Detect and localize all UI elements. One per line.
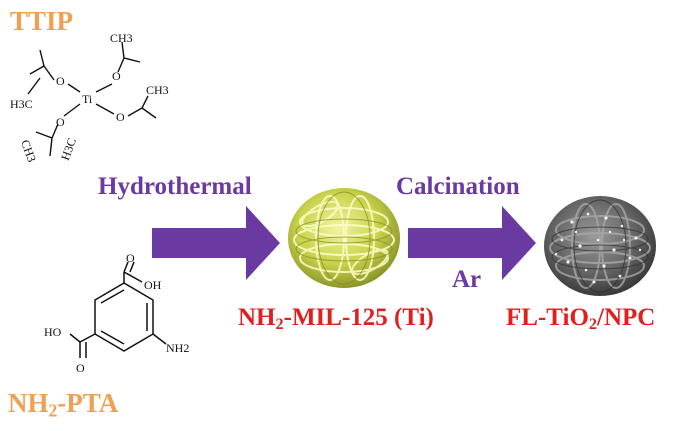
ttip-methyl-3: CH3: [18, 138, 39, 164]
pta-amine: NH2: [166, 341, 189, 355]
ttip-o-atom-2: O: [112, 69, 121, 83]
pta-o-top: O: [126, 251, 135, 265]
label-calcination: Calcination: [396, 173, 520, 200]
pta-o-bottom: O: [76, 361, 85, 375]
ttip-methyl-2: CH3: [110, 31, 133, 45]
label-hydrothermal: Hydrothermal: [98, 173, 252, 200]
nanoparticle-dots: [554, 212, 642, 284]
nh2-pta-rest: -PTA: [57, 388, 119, 418]
pta-oh-right: OH: [144, 278, 162, 292]
final-a: FL-TiO: [506, 304, 589, 331]
label-intermediate: NH2-MIL-125 (Ti): [238, 304, 434, 332]
intermediate-particle: [288, 188, 400, 288]
intermediate-c: -MIL-125 (Ti): [283, 304, 434, 331]
ttip-ti-atom: Ti: [82, 92, 93, 106]
ttip-structure: [27, 41, 157, 157]
arrow-hydrothermal: [152, 206, 280, 280]
label-ttip: TTIP: [10, 6, 74, 36]
label-final: FL-TiO2/NPC: [506, 304, 655, 332]
ttip-o-atom-4: O: [116, 110, 125, 124]
pta-labels: O OH HO O NH2: [44, 251, 189, 375]
ttip-labels: Ti O O O O H3C CH3 CH3 H3C CH3: [10, 31, 169, 164]
final-particle: [544, 196, 656, 296]
ttip-o-atom-3: O: [56, 115, 65, 129]
nh2-pta-sub: 2: [48, 400, 58, 421]
ttip-methyl-1: H3C: [10, 97, 33, 111]
intermediate-b: 2: [275, 315, 284, 334]
ttip-o-atom-1: O: [56, 74, 65, 88]
intermediate-a: NH: [238, 304, 276, 331]
final-b: 2: [588, 315, 598, 334]
final-c: /NPC: [597, 304, 656, 331]
ttip-methyl-5: CH3: [146, 83, 169, 97]
arrow-calcination: [408, 206, 536, 280]
label-ar: Ar: [452, 266, 482, 293]
pta-structure: [69, 261, 167, 358]
nh2-pta-main: NH: [8, 388, 49, 418]
ttip-methyl-4: H3C: [58, 136, 79, 162]
label-nh2-pta: NH2-PTA: [8, 388, 118, 419]
pta-ho-left: HO: [44, 325, 62, 339]
